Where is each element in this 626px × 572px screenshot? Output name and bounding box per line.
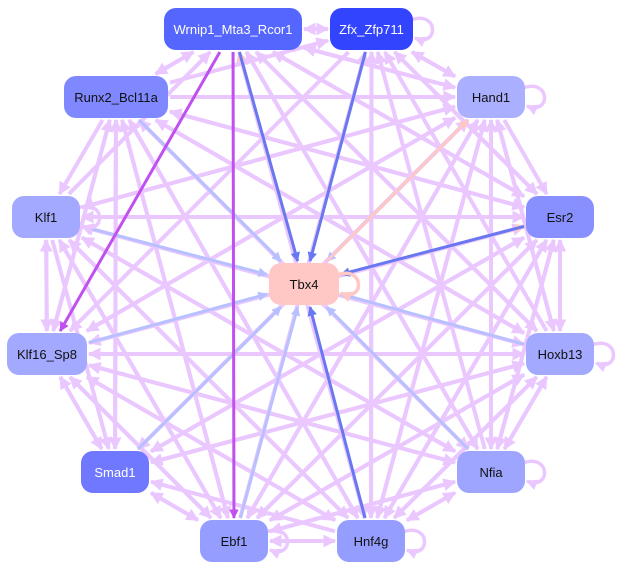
edge-hnf4g-to-nfia bbox=[406, 490, 457, 523]
self-loop-tbx4 bbox=[336, 271, 361, 303]
edge-runx2-to-tbx4 bbox=[138, 118, 282, 263]
node-label: Runx2_Bcl11a bbox=[74, 89, 158, 105]
self-loop-zfx bbox=[410, 16, 435, 48]
self-loop-hoxb13 bbox=[591, 341, 616, 373]
edge-tbx4-to-hand1 bbox=[325, 118, 470, 263]
edge-wrnip1-to-ebf1 bbox=[229, 51, 239, 519]
edge-nfia-to-tbx4 bbox=[325, 305, 470, 451]
node-label: Smad1 bbox=[94, 464, 136, 480]
self-loop-ebf1 bbox=[265, 528, 290, 560]
node-label: Tbx4 bbox=[289, 276, 319, 292]
node-nfia[interactable]: Nfia bbox=[457, 451, 525, 493]
self-loop-klf1 bbox=[77, 204, 102, 236]
node-runx2-bcl11a[interactable]: Runx2_Bcl11a bbox=[64, 76, 168, 118]
edge-hand1-to-esr2 bbox=[502, 119, 549, 196]
self-loop-nfia bbox=[522, 459, 547, 491]
edge-wrnip1-to-tbx4 bbox=[237, 51, 300, 262]
node-hand1[interactable]: Hand1 bbox=[457, 76, 525, 118]
edge-hoxb13-to-hand1 bbox=[493, 118, 556, 332]
self-loops-layer bbox=[77, 16, 616, 560]
node-klf1[interactable]: Klf1 bbox=[12, 196, 80, 238]
edge-hnf4g-to-runx2 bbox=[127, 118, 360, 519]
edge-hnf4g-to-klf16 bbox=[85, 375, 336, 522]
node-label: Hnf4g bbox=[353, 533, 389, 549]
edge-hnf4g-to-esr2 bbox=[382, 238, 549, 520]
node-label: Klf1 bbox=[34, 209, 58, 225]
edge-esr2-to-tbx4 bbox=[340, 224, 525, 277]
node-label: Ebf1 bbox=[220, 533, 248, 549]
node-hnf4g[interactable]: Hnf4g bbox=[337, 520, 405, 562]
node-label: Wrnip1_Mta3_Rcor1 bbox=[173, 21, 293, 37]
node-label: Hand1 bbox=[471, 89, 511, 105]
node-label: Esr2 bbox=[546, 209, 574, 225]
edge-smad1-to-tbx4 bbox=[137, 305, 282, 451]
edge-smad1-to-klf16 bbox=[58, 375, 104, 450]
node-hoxb13[interactable]: Hoxb13 bbox=[526, 333, 594, 375]
edge-wrnip1-to-esr2 bbox=[272, 50, 526, 199]
edge-zfx-to-hand1 bbox=[410, 50, 457, 79]
node-zfx-zfp711[interactable]: Zfx_Zfp711 bbox=[330, 8, 413, 50]
edge-klf16-to-hand1 bbox=[85, 116, 457, 333]
edge-nfia-to-klf1 bbox=[80, 235, 456, 454]
edge-wrnip1-to-runx2 bbox=[154, 50, 195, 76]
edge-ebf1-to-hand1 bbox=[245, 118, 480, 520]
node-label: Hoxb13 bbox=[537, 346, 583, 362]
node-wrnip1-mta3-rcor1[interactable]: Wrnip1_Mta3_Rcor1 bbox=[164, 8, 302, 50]
node-esr2[interactable]: Esr2 bbox=[526, 196, 594, 238]
edges-layer bbox=[39, 22, 567, 548]
node-klf16-sp8[interactable]: Klf16_Sp8 bbox=[7, 333, 87, 375]
edge-klf16-to-klf1 bbox=[39, 238, 53, 332]
edge-klf1-to-tbx4 bbox=[81, 224, 268, 277]
edge-ebf1-to-tbx4 bbox=[238, 306, 301, 519]
self-loop-hand1 bbox=[522, 84, 547, 116]
node-label: Nfia bbox=[479, 464, 503, 480]
edge-nfia-to-esr2 bbox=[495, 238, 557, 450]
node-tbx4[interactable]: Tbx4 bbox=[269, 263, 339, 305]
edge-zfx-to-tbx4 bbox=[307, 51, 367, 262]
edge-wrnip1-to-hand1 bbox=[303, 45, 457, 91]
edge-nfia-to-hoxb13 bbox=[502, 375, 549, 451]
node-ebf1[interactable]: Ebf1 bbox=[200, 520, 268, 562]
edge-klf16-to-tbx4 bbox=[88, 291, 268, 345]
node-label: Zfx_Zfp711 bbox=[339, 21, 404, 37]
node-label: Klf16_Sp8 bbox=[17, 346, 77, 362]
edge-runx2-to-klf1 bbox=[57, 118, 105, 196]
edge-ebf1-to-smad1 bbox=[149, 491, 200, 522]
edge-hnf4g-to-tbx4 bbox=[307, 306, 367, 519]
edge-hoxb13-to-runx2 bbox=[154, 118, 526, 335]
edge-hoxb13-to-tbx4 bbox=[340, 291, 525, 346]
node-smad1[interactable]: Smad1 bbox=[81, 451, 149, 493]
self-loop-hnf4g bbox=[402, 528, 427, 560]
edge-wrnip1-to-klf16 bbox=[58, 51, 222, 332]
edge-smad1-to-esr2 bbox=[150, 235, 526, 454]
edge-nfia-to-klf16 bbox=[87, 361, 456, 465]
